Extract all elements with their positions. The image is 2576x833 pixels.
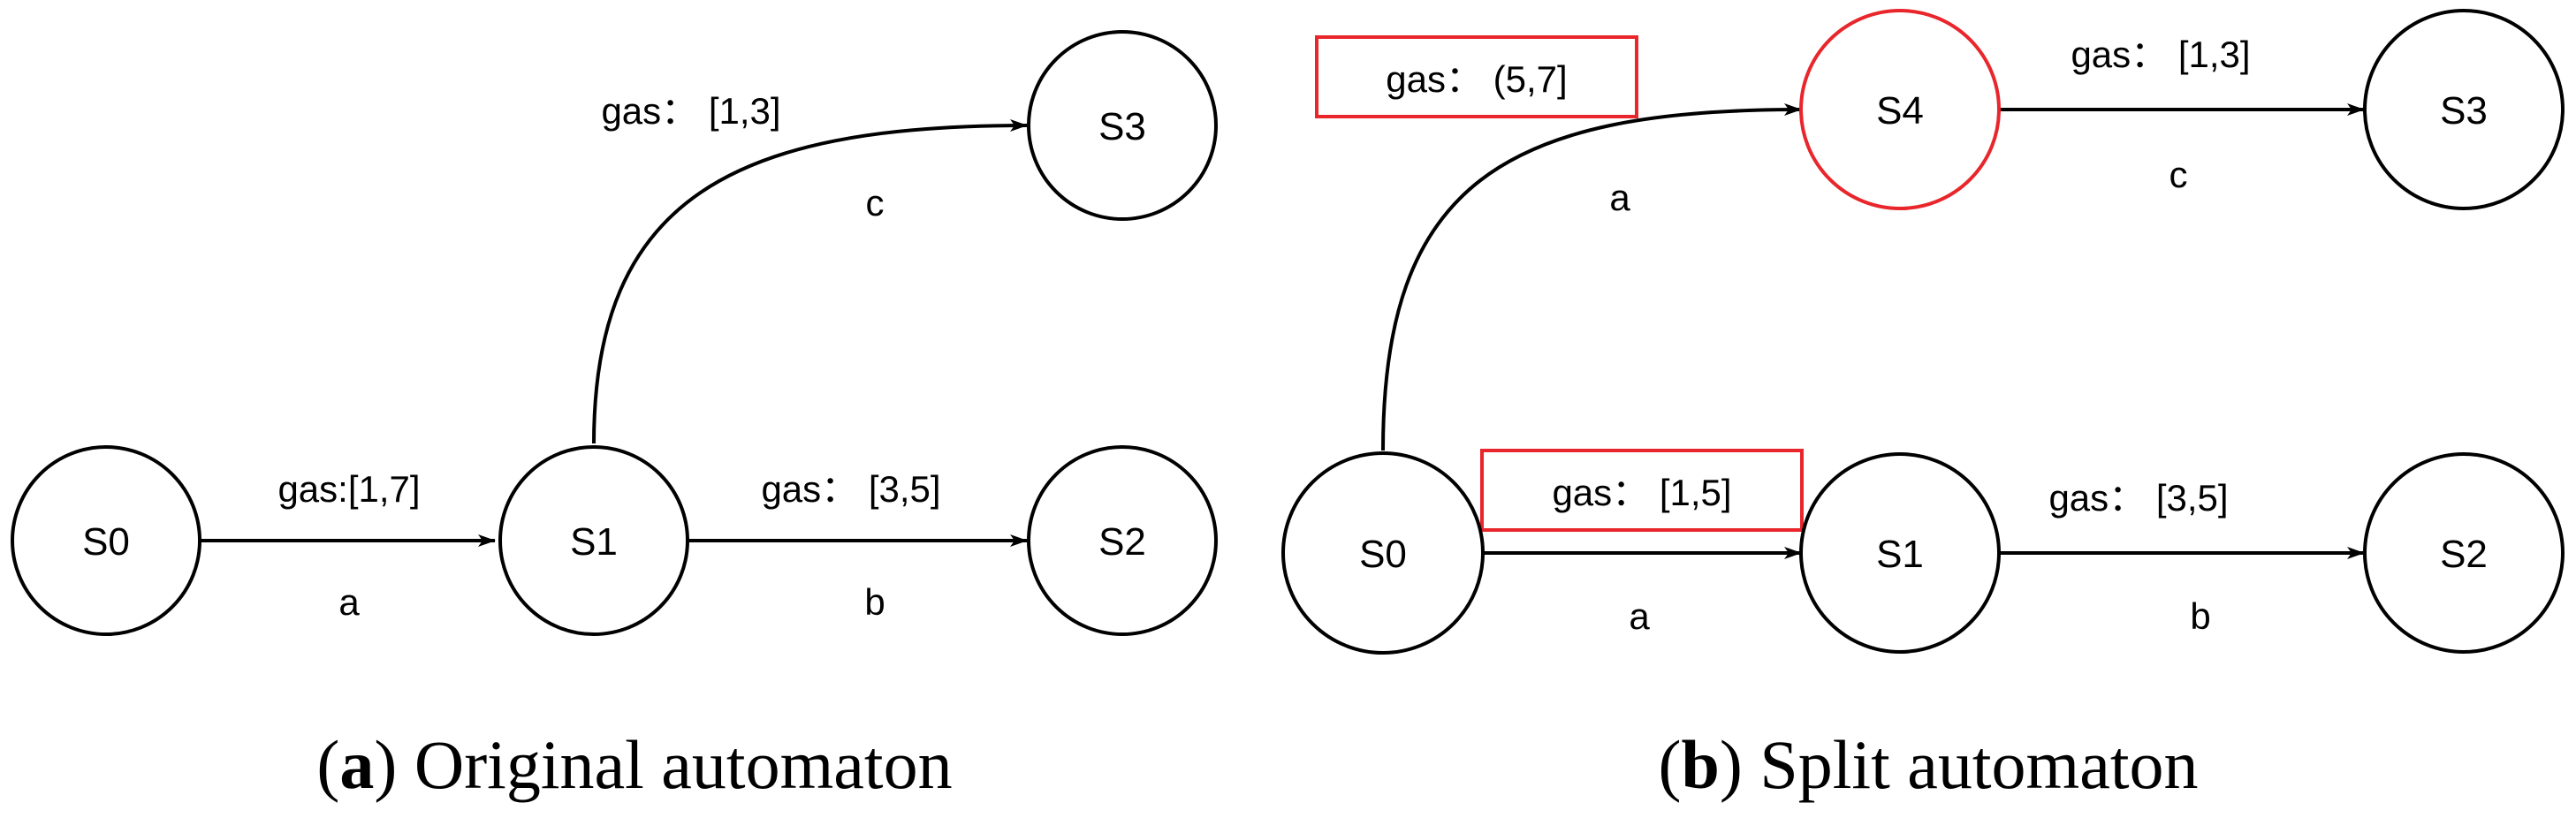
state-label: S0 (1359, 533, 1407, 576)
state-label: S2 (2440, 533, 2488, 576)
edge-b-s0-s4 (1381, 103, 1802, 451)
edge-b-s0-s1-guard-box (1480, 449, 1804, 532)
panel-a-caption-letter: a (339, 726, 374, 803)
panel-b-caption-letter: b (1681, 726, 1719, 803)
edge-b-s0-s4-guard: gas： (5,7] (1386, 58, 1567, 100)
state-node-b-s3: S3 (2363, 9, 2565, 210)
state-node-a-s2: S2 (1027, 445, 1218, 636)
panel-a-caption-text: Original automaton (414, 726, 953, 803)
edge-s0-s1-action: a (338, 581, 360, 623)
state-node-a-s0: S0 (11, 445, 201, 636)
state-node-b-s1: S1 (1799, 452, 2001, 654)
state-node-a-s1: S1 (498, 445, 689, 636)
edge-s1-s2-guard: gas： [3,5] (761, 468, 940, 510)
panel-b-caption: (b) Split automaton (1658, 726, 2198, 803)
edge-b-s4-s3-guard: gas： [1,3] (2071, 34, 2250, 75)
edge-b-s4-s3-action: c (2169, 154, 2188, 195)
edge-b-s0-s4-guard-box (1315, 35, 1638, 118)
edge-b-s1-s2-guard: gas： [3,5] (2048, 477, 2228, 519)
edge-s1-s2-action: b (864, 581, 885, 623)
edge-b-s0-s1-guard: gas： [1,5] (1552, 472, 1731, 513)
edge-b-s1-s2-action: b (2190, 595, 2210, 637)
state-label: S1 (570, 520, 618, 564)
panel-b-caption-text: Split automaton (1759, 726, 2198, 803)
edge-b-s0-s1-action: a (1629, 595, 1650, 637)
state-label: S1 (1876, 533, 1924, 576)
edge-s1-s3-guard: gas： [1,3] (601, 90, 780, 132)
panel-a-caption: (a) Original automaton (316, 726, 952, 803)
state-node-b-s0: S0 (1281, 451, 1485, 655)
state-node-b-s4: S4 (1799, 9, 2001, 210)
edge-s1-s3 (592, 119, 1028, 444)
edge-b-s0-s4-action: a (1609, 177, 1630, 218)
state-label: S2 (1098, 520, 1146, 564)
state-label: S3 (2440, 89, 2488, 133)
edge-s0-s1-guard: gas:[1,7] (277, 468, 420, 510)
state-node-a-s3: S3 (1027, 30, 1218, 221)
state-label: S3 (1098, 105, 1146, 148)
edge-s1-s3-action: c (866, 182, 885, 223)
state-label: S0 (82, 520, 130, 564)
panel-a: gas:[1,7] a gas： [3,5] b gas： [1,3] c S0… (11, 30, 1218, 803)
state-node-b-s2: S2 (2363, 452, 2565, 654)
state-label: S4 (1876, 89, 1924, 133)
panel-b: gas： (5,7] a gas： [1,3] c gas： [1,5] a g… (1281, 9, 2565, 803)
